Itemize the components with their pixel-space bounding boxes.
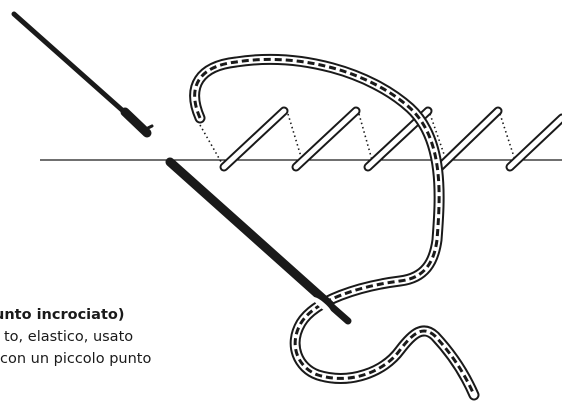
sewing-needle-icon [11, 11, 352, 325]
diagonal-stitch [505, 113, 562, 172]
diagonal-stitch [435, 106, 503, 172]
dotted-connectors [199, 113, 516, 168]
diagonal-stitch [219, 106, 289, 172]
caption-line-2: con un piccolo punto [0, 351, 152, 367]
caption-line-1: to, elastico, usato [4, 329, 134, 345]
diagonal-stitch [291, 106, 361, 172]
diagonal-stitches [219, 106, 562, 172]
caption-title: unto incrociato) [0, 307, 125, 323]
working-thread [189, 54, 480, 401]
